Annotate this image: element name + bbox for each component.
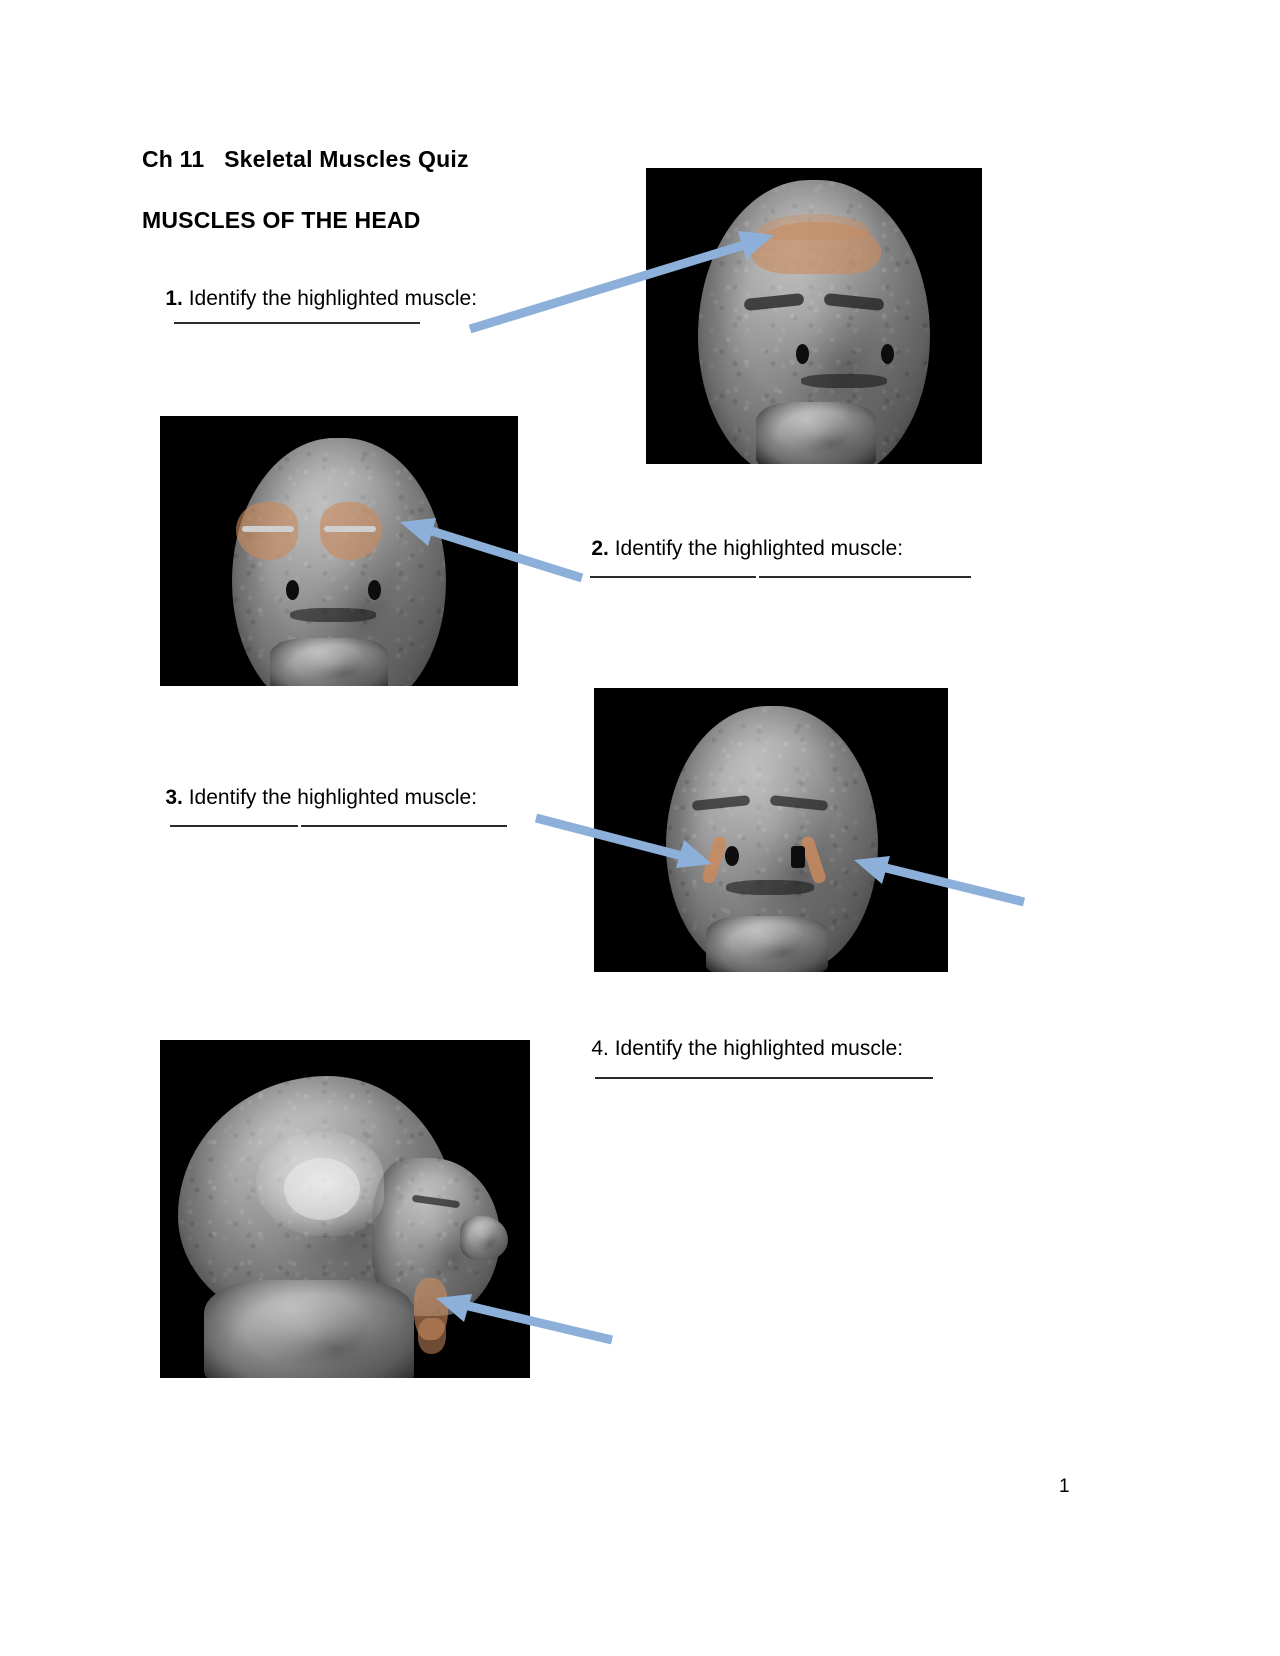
question-2-prompt: Identify the highlighted muscle: — [608, 537, 904, 560]
answer-blank-3a[interactable] — [170, 825, 298, 827]
figure-3-arrow-right — [854, 856, 1026, 907]
question-3-number: 3. — [165, 786, 183, 809]
figure-1-left-nostril — [796, 344, 809, 364]
question-4-number: 4. — [591, 1037, 609, 1060]
answer-blank-1[interactable] — [172, 321, 420, 325]
figure-1-mouth — [801, 374, 887, 388]
answer-blank-4[interactable] — [595, 1077, 933, 1079]
question-3: 3. Identify the highlighted muscle: — [142, 762, 477, 834]
figure-3-arrow-left — [534, 813, 712, 868]
figure-3-right-nostril — [791, 846, 805, 868]
figure-2-left-nostril — [286, 580, 299, 600]
figure-2-image — [160, 416, 518, 686]
figure-3-image — [594, 688, 948, 972]
question-2-number: 2. — [591, 537, 609, 560]
figure-3-mouth — [726, 880, 814, 895]
figure-2-right-nostril — [368, 580, 381, 600]
figure-1-arrow — [468, 231, 774, 334]
question-1: 1. Identify the highlighted muscle: — [142, 263, 477, 335]
figure-4-image — [160, 1040, 530, 1378]
figure-3-neck — [706, 916, 828, 972]
question-2: 2. Identify the highlighted muscle: — [568, 513, 903, 585]
figure-3-left-nostril — [725, 846, 739, 866]
figure-2-arrow — [400, 518, 584, 583]
question-4: 4. Identify the highlighted muscle: — [568, 1013, 903, 1085]
figure-4-arrow — [436, 1294, 614, 1345]
figure-4-muscle-highlight-lower — [418, 1318, 446, 1354]
figure-2-left-eye-slit — [242, 526, 294, 532]
page-number: 1 — [1059, 1476, 1070, 1497]
figure-4-orbit — [284, 1158, 360, 1220]
page-title: Ch 11 Skeletal Muscles Quiz — [142, 146, 469, 172]
figure-1-right-nostril — [881, 344, 894, 364]
figure-1-image — [646, 168, 982, 464]
figure-4-neck — [204, 1280, 414, 1378]
answer-blank-2a[interactable] — [590, 576, 756, 578]
answer-blank-2b[interactable] — [759, 576, 971, 578]
figure-2-right-eye-slit — [324, 526, 376, 532]
question-4-prompt: Identify the highlighted muscle: — [608, 1037, 904, 1060]
section-heading: MUSCLES OF THE HEAD — [142, 207, 421, 233]
figure-4-nose — [460, 1216, 508, 1260]
question-1-number: 1. — [165, 287, 183, 310]
question-3-prompt: Identify the highlighted muscle: — [182, 786, 478, 809]
figure-2-neck — [270, 638, 388, 686]
question-1-prompt: Identify the highlighted muscle: — [182, 287, 478, 310]
answer-blank-3b[interactable] — [301, 825, 507, 827]
figure-1-muscle-highlight-edge — [758, 214, 870, 240]
figure-1-neck — [756, 402, 876, 464]
figure-2-mouth — [290, 608, 376, 622]
figure-1-muscle-highlight — [751, 222, 881, 274]
